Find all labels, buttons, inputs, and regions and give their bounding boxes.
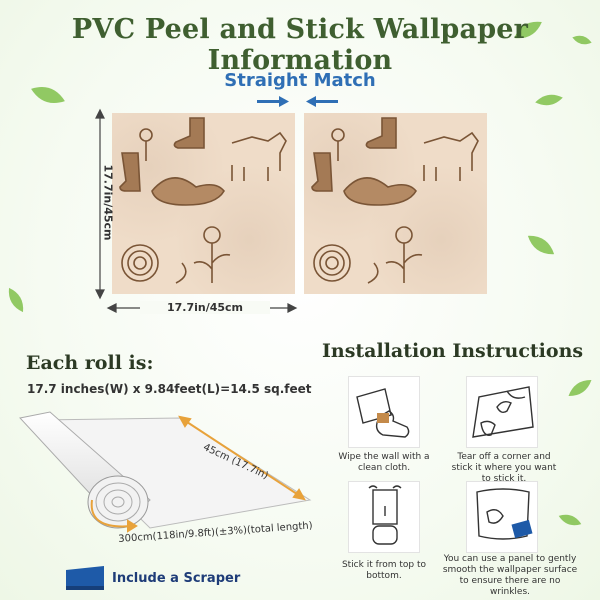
cowboy-hat-icon: [151, 177, 225, 206]
leaf-icon: [31, 86, 65, 104]
leaf-icon: [527, 235, 555, 255]
straight-match-label: Straight Match: [224, 70, 376, 91]
arrow-left-icon: [306, 96, 338, 107]
wallpaper-roll-icon: [19, 411, 312, 533]
flower-icon: [139, 128, 153, 161]
scraper-icon: [66, 566, 104, 590]
step-4-text: You can use a panel to gently smooth the…: [442, 554, 578, 597]
cowboy-boot-icon: [173, 117, 205, 149]
step-1-image: [348, 376, 420, 448]
cowboy-hat-icon: [343, 177, 417, 206]
step-3-image: [348, 481, 420, 553]
lasso-icon: [121, 244, 159, 282]
roll-spec: 17.7 inches(W) x 9.84feet(L)=14.5 sq.fee…: [27, 382, 312, 396]
scraper-label: Include a Scraper: [112, 571, 241, 586]
installation-heading: Installation Instructions: [322, 340, 584, 362]
flower-icon: [385, 226, 423, 283]
step-3-text: Stick it from top to bottom.: [341, 560, 427, 581]
match-arrows: [257, 96, 338, 107]
cowboy-boot-icon: [311, 152, 333, 192]
step-2-text: Tear off a corner and stick it where you…: [451, 452, 557, 484]
leaf-icon: [558, 514, 582, 526]
lasso-icon: [313, 244, 351, 282]
step-2-image: [466, 376, 538, 448]
page-title: PVC Peel and Stick Wallpaper Information: [71, 14, 529, 76]
leaf-icon: [514, 21, 542, 39]
wallpaper-swatch-right: [304, 113, 487, 294]
step-4-image: [466, 481, 538, 553]
roll-heading: Each roll is:: [26, 352, 154, 374]
horse-icon: [231, 131, 287, 181]
leaf-icon: [572, 35, 592, 45]
leaf-icon: [568, 379, 592, 397]
wallpaper-swatch-left: [112, 113, 295, 294]
height-dimension-label: 17.7in/45cm: [101, 164, 115, 241]
leaf-icon: [535, 94, 563, 106]
flower-icon: [331, 128, 345, 161]
peel-corner-icon: [472, 386, 534, 438]
arrow-right-icon: [257, 96, 289, 107]
flower-icon: [193, 226, 231, 283]
step-1-text: Wipe the wall with a clean cloth.: [338, 452, 430, 473]
stick-roll-icon: [368, 485, 402, 545]
hand-wipe-icon: [356, 388, 410, 438]
cowboy-boot-icon: [365, 117, 397, 149]
horse-icon: [423, 131, 479, 181]
cowboy-boot-icon: [119, 152, 141, 192]
dimension-lines: [95, 108, 298, 313]
leaf-icon: [8, 287, 24, 313]
smooth-panel-icon: [476, 488, 533, 540]
width-dimension-label: 17.7in/45cm: [140, 301, 270, 314]
